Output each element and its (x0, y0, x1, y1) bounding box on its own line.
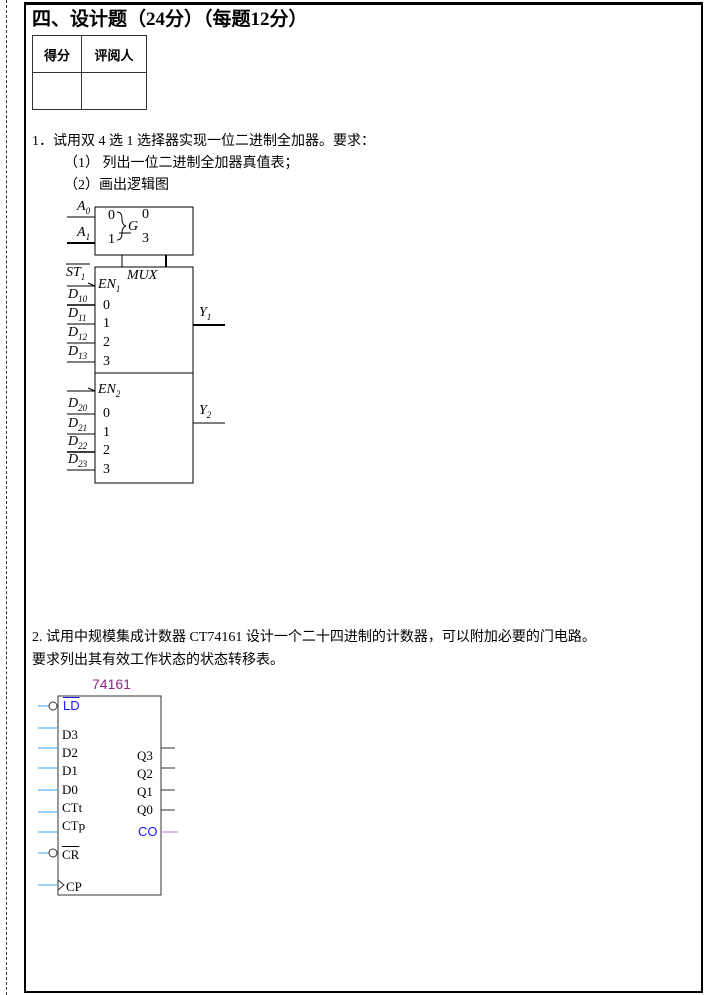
d11-label: D11 (68, 306, 87, 323)
grader-cell[interactable] (81, 72, 147, 110)
mux-box (94, 266, 194, 484)
g-frac-bottom: 3 (142, 231, 149, 246)
q2-label: Q2 (137, 766, 153, 781)
cr-label: CR (62, 847, 80, 862)
decoder-box (94, 206, 194, 256)
mux2-index-0: 0 (103, 406, 110, 421)
score-cell[interactable] (32, 72, 82, 110)
question-1-part-2: （2）画出逻辑图 (64, 178, 169, 193)
select-0-label: 0 (108, 208, 115, 223)
mux1-index-0: 0 (103, 298, 110, 313)
cp-label: CP (66, 879, 82, 894)
binding-line (6, 0, 7, 995)
chip-name: 74161 (92, 676, 131, 692)
output-y2-label: Y2 (199, 403, 212, 420)
section-heading: 四、设计题（24分）（每题12分） (32, 9, 308, 30)
d22-label: D22 (68, 434, 88, 451)
mux1-index-1: 1 (103, 316, 110, 331)
ctt-label: CTt (62, 800, 83, 815)
d21-label: D21 (68, 416, 88, 433)
d20-label: D20 (68, 396, 88, 413)
input-a1-label: A1 (77, 225, 91, 242)
page-frame (24, 2, 703, 993)
mux2-index-2: 2 (103, 443, 110, 458)
score-table: 得分评阅人 (32, 35, 147, 110)
d3-label: D3 (62, 727, 78, 742)
ctp-label: CTp (62, 818, 86, 833)
question-2-line-1: 2. 试用中规模集成计数器 CT74161 设计一个二十四进制的计数器，可以附加… (32, 630, 596, 645)
d0-label: D0 (62, 782, 78, 797)
question-2-line-2: 要求列出其有效工作状态的状态转移表。 (32, 653, 284, 668)
mux1-index-2: 2 (103, 335, 110, 350)
select-1-label: 1 (108, 232, 115, 247)
output-y1-label: Y1 (199, 305, 212, 322)
ld-label: LD (63, 698, 80, 713)
enable-2-label: EN2 (98, 382, 121, 399)
input-a0-label: A0 (77, 199, 91, 216)
question-1-part-1: （1） 列出一位二进制全加器真值表； (64, 156, 299, 171)
enable-1-label: EN1 (98, 277, 121, 294)
d13-label: D13 (68, 344, 88, 361)
chip-box (57, 695, 162, 896)
mux2-index-1: 1 (103, 425, 110, 440)
score-header: 得分 (32, 35, 82, 73)
g-frac-top: 0 (142, 207, 149, 222)
co-label: CO (138, 824, 158, 839)
q1-label: Q1 (137, 784, 153, 799)
d23-label: D23 (68, 452, 88, 469)
d10-label: D10 (68, 287, 88, 304)
d1-label: D1 (62, 763, 78, 778)
g-label: G (128, 219, 139, 234)
mux2-index-3: 3 (103, 462, 110, 477)
strobe-label: ST1 (66, 265, 86, 282)
d12-label: D12 (68, 325, 88, 342)
d2-label: D2 (62, 745, 78, 760)
question-1: 1．试用双 4 选 1 选择器实现一位二进制全加器。要求： (32, 134, 375, 149)
q0-label: Q0 (137, 802, 153, 817)
mux1-index-3: 3 (103, 354, 110, 369)
mux-title: MUX (127, 268, 158, 283)
q3-label: Q3 (137, 748, 153, 763)
